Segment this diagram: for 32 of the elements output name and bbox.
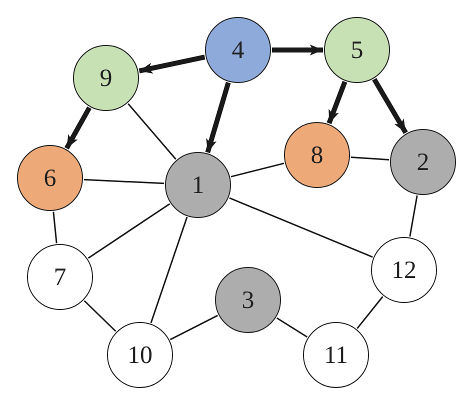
connector-line <box>356 296 384 329</box>
node-label: 6 <box>44 166 56 190</box>
node-label: 8 <box>310 142 324 168</box>
connector-line <box>88 203 170 259</box>
node-label: 1 <box>192 172 204 198</box>
connector-line <box>409 195 418 237</box>
connector-line <box>276 317 308 338</box>
connector-line <box>230 162 284 178</box>
connector-line <box>84 300 116 332</box>
node-label: 2 <box>416 150 430 174</box>
node-label: 3 <box>242 288 254 312</box>
node-label: 12 <box>392 258 416 282</box>
node-label: 7 <box>54 264 66 290</box>
arrow <box>64 106 92 150</box>
node-label: 9 <box>100 66 112 90</box>
node-label: 11 <box>324 342 348 368</box>
node-label: 4 <box>232 38 244 62</box>
connector-line <box>170 314 218 340</box>
arrow <box>272 44 323 56</box>
connector-line <box>350 156 390 160</box>
connector-line <box>128 103 176 160</box>
connector-line <box>84 178 164 184</box>
connector-line <box>229 197 373 258</box>
node-label: 10 <box>128 342 152 368</box>
arrow <box>138 54 206 74</box>
node-label: 5 <box>350 38 364 62</box>
connector-line <box>52 212 58 244</box>
arrow <box>205 82 231 154</box>
connector-line <box>150 216 188 324</box>
arrow <box>372 78 408 134</box>
graph-node <box>107 322 173 388</box>
arrow <box>326 80 348 124</box>
